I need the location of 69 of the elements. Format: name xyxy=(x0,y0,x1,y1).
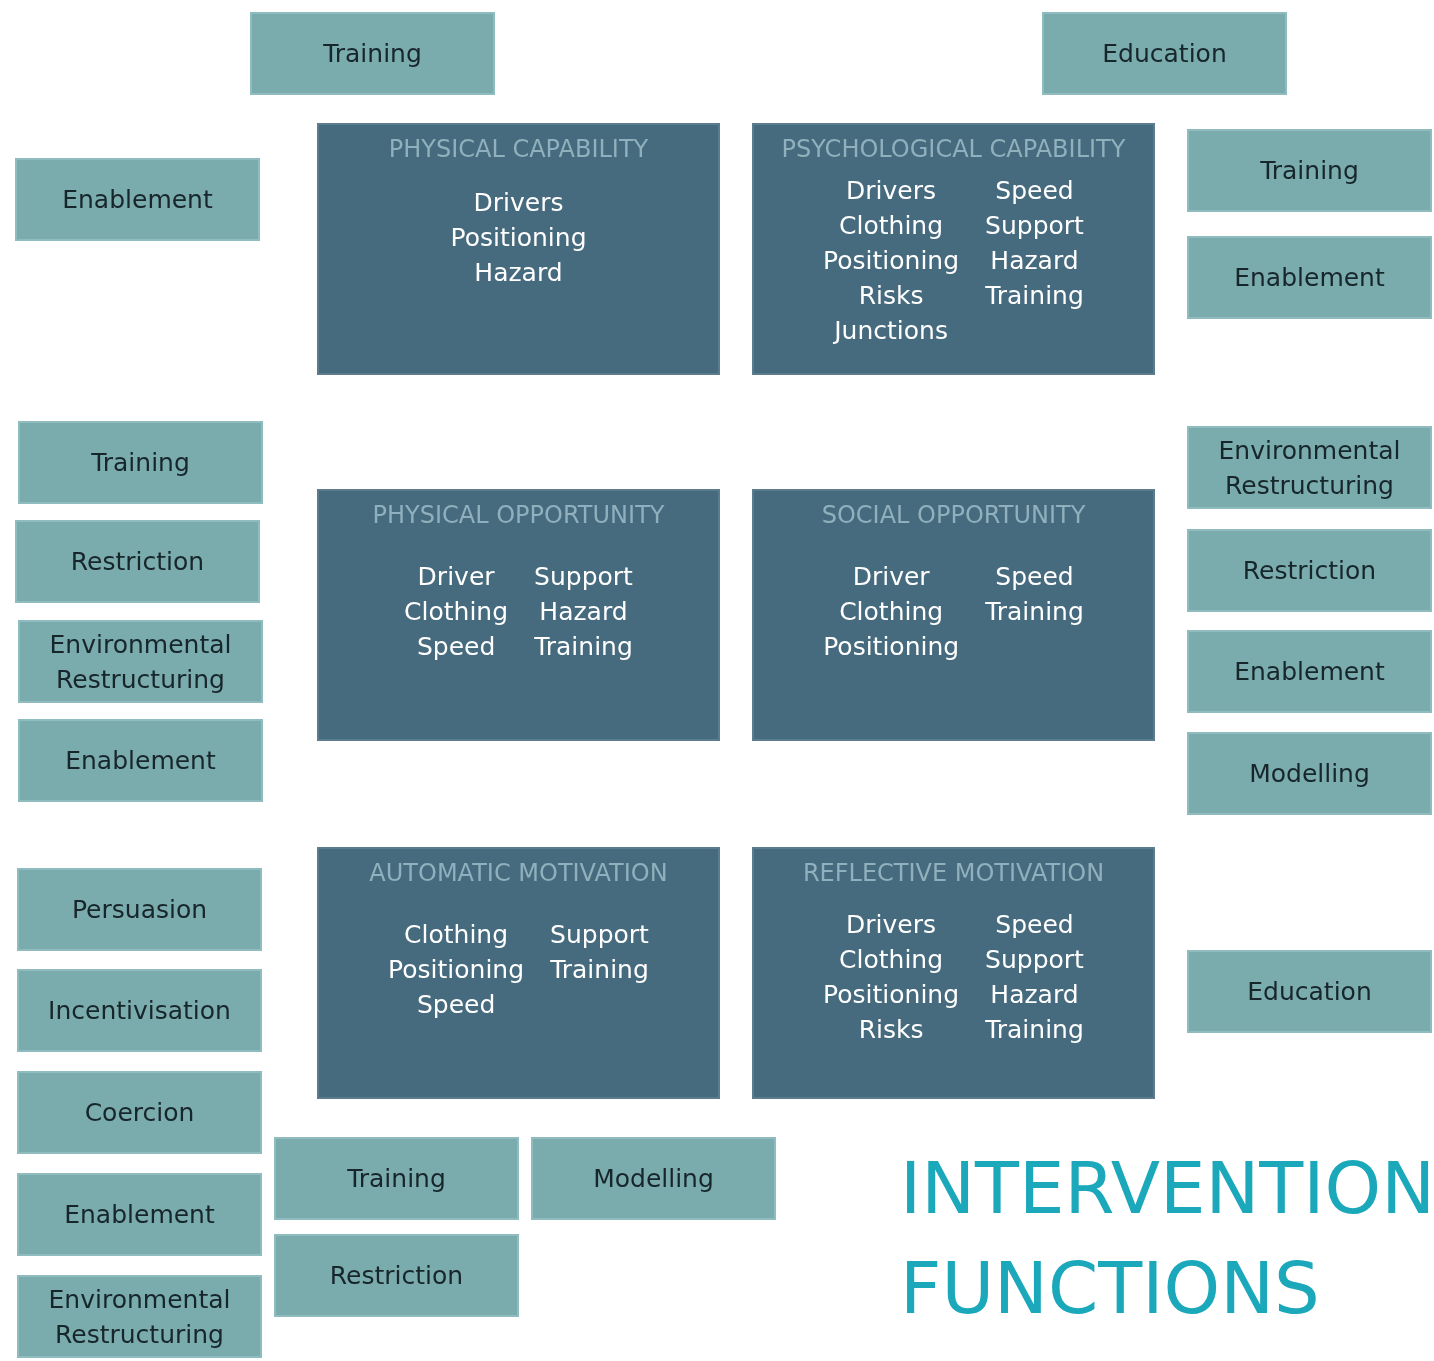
intervention-name: Coercion xyxy=(84,1097,195,1129)
intervention-name: Environmental Restructuring xyxy=(47,1283,232,1351)
category-panel xyxy=(752,123,1155,375)
intervention-box xyxy=(17,1173,262,1256)
intervention-name: Restriction xyxy=(70,546,205,578)
panel-heading: PHYSICAL OPPORTUNITY xyxy=(372,501,665,529)
intervention-name: Restriction xyxy=(329,1260,464,1292)
intervention-box xyxy=(1187,732,1432,815)
intervention-box xyxy=(18,421,263,504)
intervention-name: Modelling xyxy=(593,1163,714,1195)
intervention-name: Training xyxy=(1260,155,1359,187)
intervention-box xyxy=(250,12,495,95)
intervention-name: Restriction xyxy=(1242,555,1377,587)
item-list: Speed Support Hazard Training xyxy=(985,173,1084,348)
item-list: Support Training xyxy=(550,917,649,1022)
intervention-box xyxy=(1187,630,1432,713)
intervention-name: Enablement xyxy=(1234,262,1385,294)
intervention-name: Education xyxy=(1247,976,1372,1008)
panel-heading: PSYCHOLOGICAL CAPABILITY xyxy=(781,135,1126,163)
item-list: Clothing Positioning Speed xyxy=(388,917,525,1022)
intervention-name: Environmental Restructuring xyxy=(1217,434,1402,502)
intervention-box xyxy=(274,1137,519,1220)
intervention-name: Education xyxy=(1102,38,1227,70)
panel-heading: REFLECTIVE MOTIVATION xyxy=(802,859,1105,887)
heading-text: FUNCTIONS xyxy=(900,1245,1320,1332)
panel-heading: PHYSICAL CAPABILITY xyxy=(388,135,649,163)
intervention-name: Enablement xyxy=(65,745,216,777)
intervention-name: Enablement xyxy=(64,1199,215,1231)
intervention-box xyxy=(1187,950,1432,1033)
intervention-box xyxy=(1187,529,1432,612)
intervention-box xyxy=(17,1071,262,1154)
intervention-box xyxy=(17,1275,262,1358)
item-list: Driver Clothing Speed xyxy=(404,559,509,664)
intervention-box xyxy=(1187,426,1432,509)
category-panel xyxy=(317,489,720,741)
intervention-name: Incentivisation xyxy=(48,995,231,1027)
intervention-box xyxy=(15,520,260,603)
category-panel xyxy=(752,489,1155,741)
panel-heading: SOCIAL OPPORTUNITY xyxy=(821,501,1086,529)
item-list: Driver Clothing Positioning xyxy=(823,559,960,664)
intervention-box xyxy=(1187,236,1432,319)
item-list: Speed Support Hazard Training xyxy=(985,907,1084,1047)
item-list: Drivers Positioning Hazard xyxy=(450,185,587,290)
item-list: Drivers Clothing Positioning Risks Junctions xyxy=(823,173,960,348)
heading-text: INTERVENTION xyxy=(900,1145,1434,1232)
item-list: Support Hazard Training xyxy=(534,559,633,664)
category-panel xyxy=(317,123,720,375)
intervention-name: Training xyxy=(323,38,422,70)
item-list: Drivers Clothing Positioning Risks xyxy=(823,907,960,1047)
intervention-box xyxy=(18,719,263,802)
intervention-box xyxy=(274,1234,519,1317)
item-list: Speed Training xyxy=(985,559,1084,664)
intervention-name: Enablement xyxy=(62,184,213,216)
category-panel xyxy=(752,847,1155,1099)
panel-heading: AUTOMATIC MOTIVATION xyxy=(369,859,668,887)
intervention-name: Enablement xyxy=(1234,656,1385,688)
intervention-name: Training xyxy=(347,1163,446,1195)
category-panel xyxy=(317,847,720,1099)
intervention-box xyxy=(531,1137,776,1220)
intervention-box xyxy=(18,620,263,703)
intervention-box xyxy=(1042,12,1287,95)
intervention-name: Persuasion xyxy=(71,894,208,926)
intervention-box xyxy=(17,969,262,1052)
intervention-box xyxy=(17,868,262,951)
intervention-name: Training xyxy=(91,447,190,479)
intervention-box xyxy=(1187,129,1432,212)
intervention-box xyxy=(15,158,260,241)
intervention-name: Modelling xyxy=(1249,758,1370,790)
intervention-name: Environmental Restructuring xyxy=(48,628,233,696)
